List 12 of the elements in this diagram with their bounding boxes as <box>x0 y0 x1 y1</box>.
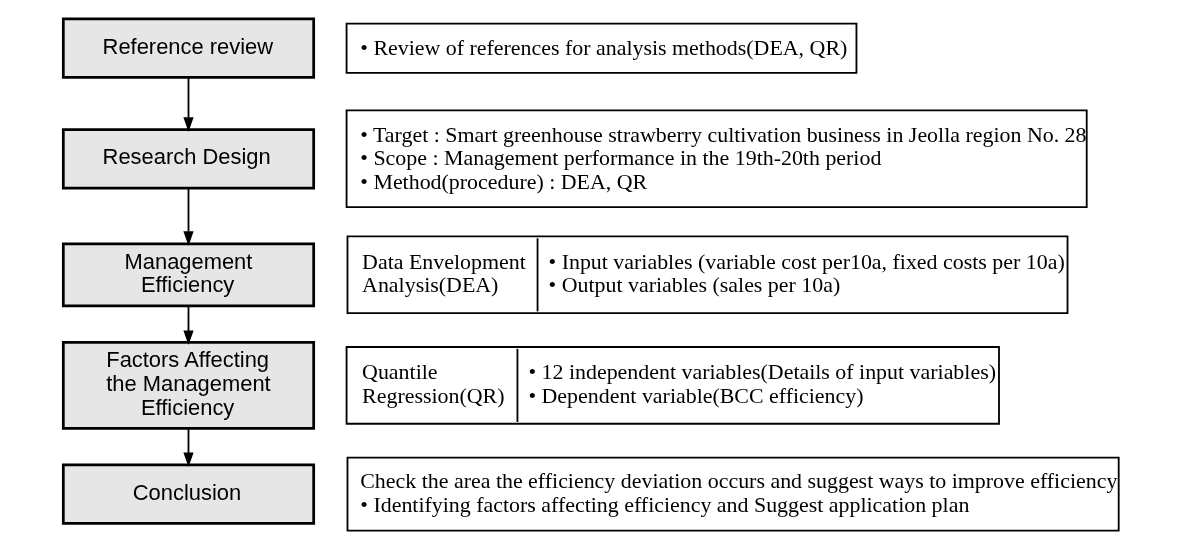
node-box: Reference review <box>61 17 315 79</box>
node-box: Conclusion <box>61 463 315 525</box>
node-box: • Review of references for analysis methods(DEA, QR) <box>345 22 857 74</box>
arrow <box>182 187 194 246</box>
arrow <box>182 76 194 132</box>
arrow <box>182 305 194 346</box>
node-box: Check the area the efficiency deviation occurs and suggest ways to improve efficiency • Identifying factors affecting efficiency and Suggest application plan <box>346 456 1120 532</box>
node-box: Management Efficiency <box>61 242 315 308</box>
node-box: • Target : Smart greenhouse strawberry cultivation business in Jeolla region No. 28 • Scope : Management performance in the 19th-20th period • Method(procedure) : DEA, QR <box>345 109 1088 209</box>
node-box: Research Design <box>61 128 315 190</box>
node-box: Factors Affecting the Management Efficiency <box>61 341 315 430</box>
arrow <box>182 427 194 468</box>
